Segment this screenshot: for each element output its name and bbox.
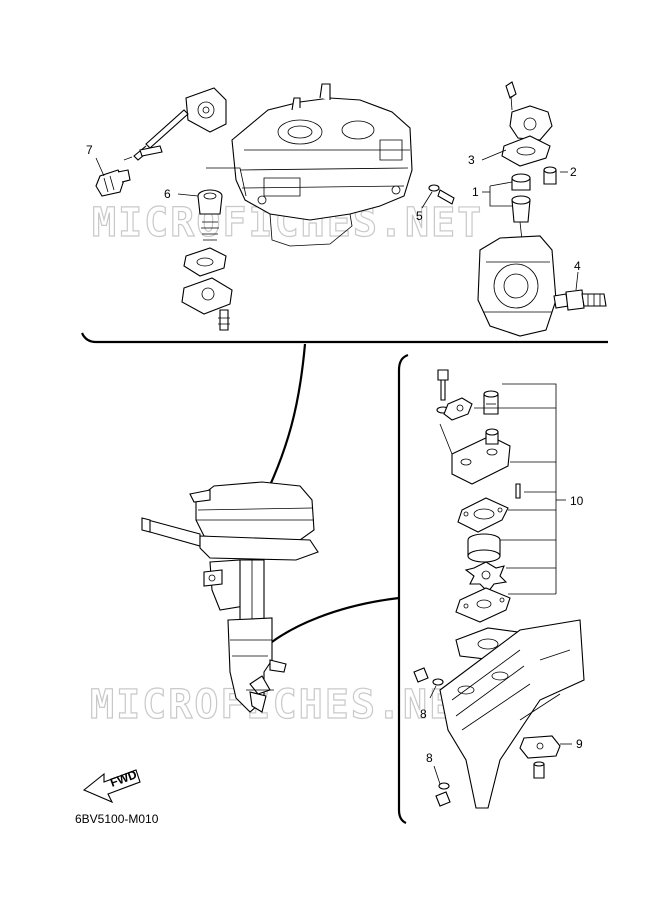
callout-5: 5	[416, 209, 423, 223]
callout-3: 3	[468, 153, 475, 167]
fwd-arrow-icon: FWD	[82, 767, 141, 804]
callout-10: 10	[570, 494, 584, 508]
outboard-motor	[141, 481, 319, 713]
callout-1: 1	[472, 185, 479, 199]
callout-9: 9	[576, 737, 583, 751]
leader-lowercase	[261, 596, 400, 651]
thermostat-cover	[181, 247, 233, 331]
part-5-bolt: 5	[416, 184, 455, 223]
right-frame	[397, 353, 409, 825]
top-frame	[80, 332, 608, 344]
part-8-upper: 8	[413, 667, 444, 721]
callout-4: 4	[574, 259, 581, 273]
callout-7: 7	[86, 143, 93, 157]
callout-8-upper: 8	[420, 707, 427, 721]
diagram-code: 6BV5100-M010	[75, 812, 159, 826]
part-4-spark-plug: 4	[553, 259, 607, 311]
part-7-sensor: 7	[86, 143, 131, 197]
part-6-thermostat: 6	[164, 167, 247, 241]
fuel-pump-assembly	[123, 87, 227, 161]
callout-2: 2	[570, 165, 577, 179]
watermark-bottom: MICROFICHES.NET	[90, 682, 481, 728]
callout-8-lower: 8	[426, 751, 433, 765]
callout-6: 6	[164, 187, 171, 201]
water-pump-assembly: 10	[436, 369, 584, 623]
lower-case: 9	[439, 619, 585, 809]
part-8-lower: 8	[426, 751, 451, 807]
crankcase-lower	[477, 235, 557, 337]
head-assembly: 3 1 2	[468, 81, 577, 241]
engine-block	[231, 83, 413, 247]
